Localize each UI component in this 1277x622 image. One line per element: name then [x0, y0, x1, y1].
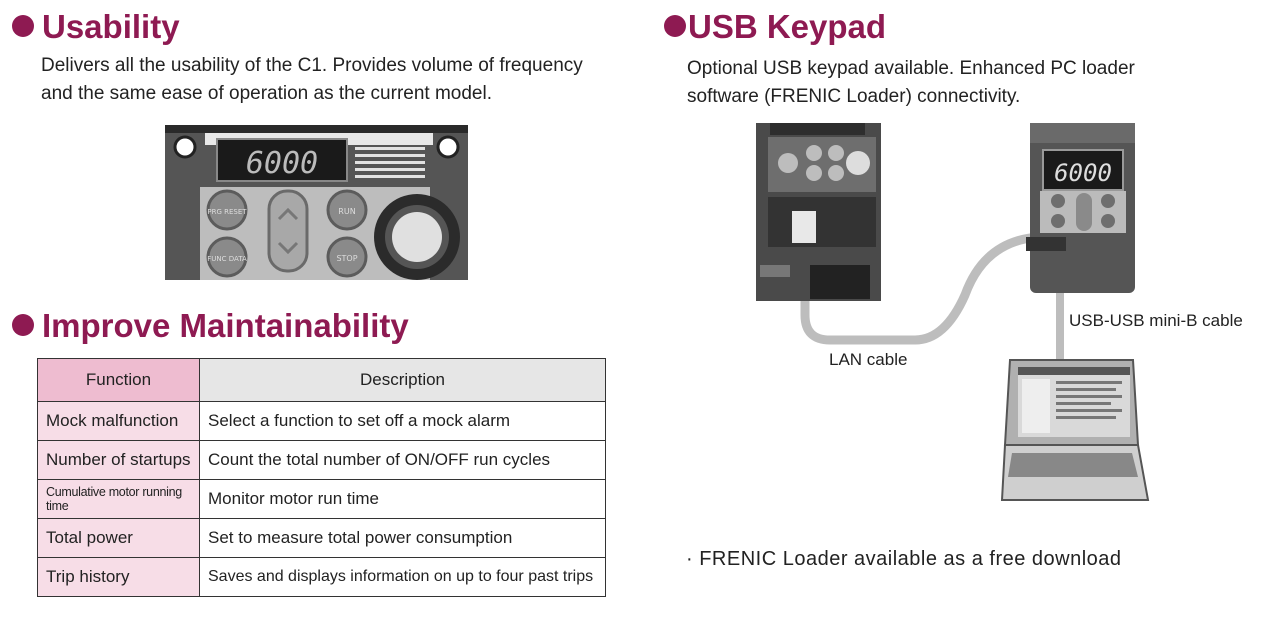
- run-key-icon: [326, 189, 368, 231]
- usb-keypad-device-icon: 6000: [1026, 123, 1135, 293]
- keypad-illustration: 6000 PRG RESET FUNC DATA RUN STOP: [165, 125, 468, 280]
- inverter-icon: [756, 123, 881, 301]
- description-cell: Select a function to set off a mock alar…: [199, 401, 606, 441]
- table-header-row: Function Description: [37, 358, 606, 402]
- table-row: Trip history Saves and displays informat…: [37, 557, 606, 597]
- run-key-label: RUN: [338, 207, 355, 216]
- usability-title-text: Usability: [42, 8, 180, 45]
- usb-keypad-line-2: software (FRENIC Loader) connectivity.: [687, 86, 1021, 107]
- table-row: Total power Set to measure total power c…: [37, 518, 606, 558]
- laptop-icon: [1000, 359, 1150, 501]
- function-cell: Trip history: [37, 557, 200, 597]
- column-header-description: Description: [199, 358, 606, 402]
- download-note: · FRENIC Loader available as a free down…: [686, 548, 1122, 570]
- bullet-icon: [12, 15, 34, 38]
- function-cell: Total power: [37, 518, 200, 558]
- function-cell: Cumulative motor running time: [37, 479, 200, 519]
- usb-keypad-title-text: USB Keypad: [688, 8, 887, 45]
- func-key-icon: [206, 236, 248, 278]
- description-cell: Count the total number of ON/OFF run cyc…: [199, 440, 606, 480]
- usability-line-2: and the same ease of operation as the cu…: [41, 83, 492, 104]
- table-row: Cumulative motor running time Monitor mo…: [37, 479, 606, 519]
- usb-connection-diagram: 6000: [756, 123, 1150, 501]
- bullet-icon: [664, 15, 686, 38]
- usb-keypad-display-value: 6000: [1054, 159, 1112, 187]
- lan-cable-icon: [800, 232, 1065, 345]
- usb-keypad-heading: USB Keypad: [664, 10, 886, 43]
- maintainability-title-text: Improve Maintainability: [42, 307, 409, 344]
- maintainability-heading: Improve Maintainability: [12, 309, 409, 342]
- up-down-key-icon: [267, 189, 309, 273]
- description-cell: Monitor motor run time: [199, 479, 606, 519]
- prg-key-label: PRG RESET: [207, 208, 247, 216]
- description-cell: Set to measure total power consumption: [199, 518, 606, 558]
- function-cell: Mock malfunction: [37, 401, 200, 441]
- keypad-photo: 6000 PRG RESET FUNC DATA RUN STOP: [165, 125, 468, 280]
- bullet-icon: [12, 314, 34, 337]
- prg-key-icon: [206, 189, 248, 231]
- usability-description: Delivers all the usability of the C1. Pr…: [41, 52, 583, 108]
- stop-key-label: STOP: [336, 254, 357, 263]
- table-row: Mock malfunction Select a function to se…: [37, 401, 606, 441]
- maintainability-table: Function Description Mock malfunction Se…: [37, 358, 606, 597]
- function-cell: Number of startups: [37, 440, 200, 480]
- usb-keypad-description: Optional USB keypad available. Enhanced …: [687, 55, 1135, 111]
- func-key-label: FUNC DATA: [207, 255, 247, 263]
- lan-cable-label: LAN cable: [829, 350, 908, 369]
- usability-heading: Usability: [12, 10, 180, 43]
- usb-keypad-line-1: Optional USB keypad available. Enhanced …: [687, 58, 1135, 79]
- table-row: Number of startups Count the total numbe…: [37, 440, 606, 480]
- usability-line-1: Delivers all the usability of the C1. Pr…: [41, 55, 583, 76]
- stop-key-icon: [326, 236, 368, 278]
- usb-cable-label: USB-USB mini-B cable: [1069, 311, 1243, 330]
- column-header-function: Function: [37, 358, 200, 402]
- description-cell: Saves and displays information on up to …: [199, 557, 606, 597]
- keypad-display-value: 6000: [246, 146, 318, 181]
